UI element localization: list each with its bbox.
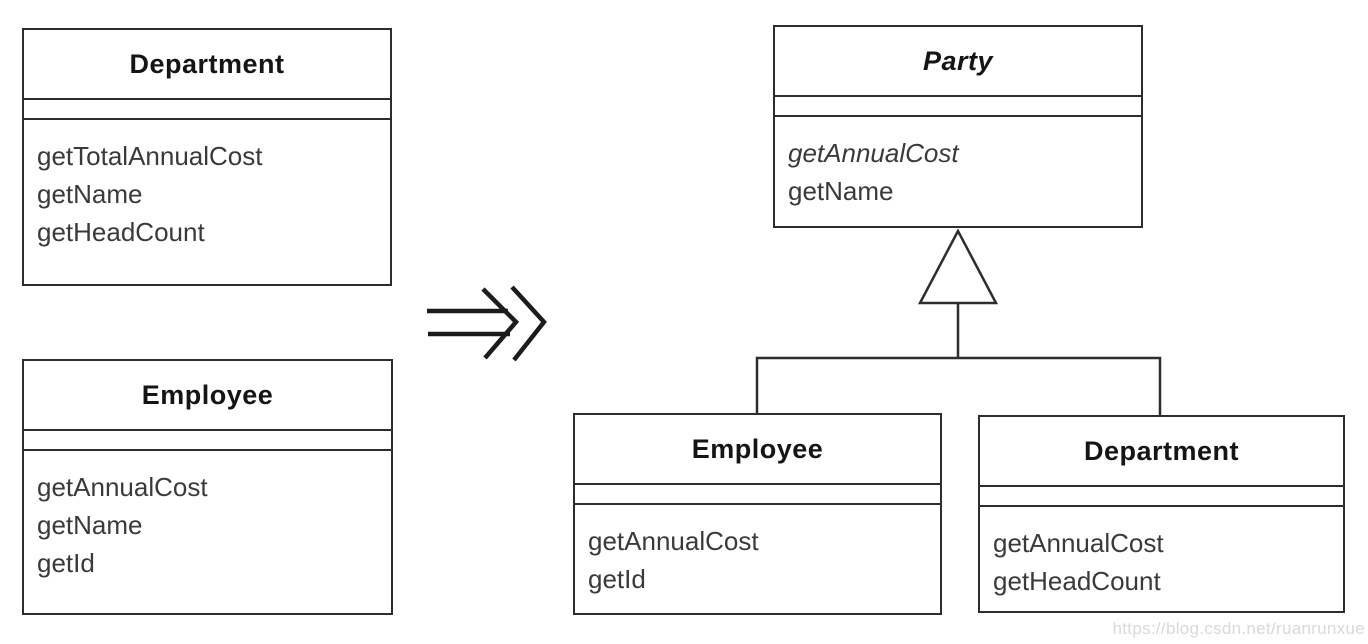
class-title: Department: [980, 417, 1343, 487]
class-attributes-compartment: [24, 431, 391, 451]
method-item: getName: [37, 510, 143, 540]
class-methods-compartment: getAnnualCost getName: [775, 117, 1141, 226]
class-methods-compartment: getAnnualCost getName getId: [24, 451, 391, 613]
class-box-after-department: Department getAnnualCost getHeadCount: [978, 415, 1345, 613]
method-item: getId: [588, 564, 646, 594]
class-attributes-compartment: [24, 100, 390, 120]
class-attributes-compartment: [980, 487, 1343, 507]
watermark: https://blog.csdn.net/ruanrunxue: [1112, 619, 1365, 638]
hollow-triangle-icon: [917, 228, 999, 305]
class-box-after-party: Party getAnnualCost getName: [773, 25, 1143, 228]
inheritance-branch-line: [755, 356, 1162, 416]
class-title: Department: [24, 30, 390, 100]
class-title: Employee: [575, 415, 940, 485]
class-box-before-department: Department getTotalAnnualCost getName ge…: [22, 28, 392, 286]
class-methods-compartment: getTotalAnnualCost getName getHeadCount: [24, 120, 390, 284]
method-item: getHeadCount: [993, 566, 1161, 596]
method-item: getAnnualCost: [788, 138, 959, 168]
class-title: Party: [775, 27, 1141, 97]
method-item: getHeadCount: [37, 217, 205, 247]
class-title: Employee: [24, 361, 391, 431]
method-item: getId: [37, 548, 95, 578]
class-box-after-employee: Employee getAnnualCost getId: [573, 413, 942, 615]
method-item: getName: [788, 176, 894, 206]
method-item: getName: [37, 179, 143, 209]
class-attributes-compartment: [775, 97, 1141, 117]
method-item: getAnnualCost: [37, 472, 208, 502]
class-methods-compartment: getAnnualCost getId: [575, 505, 940, 613]
class-box-before-employee: Employee getAnnualCost getName getId: [22, 359, 393, 615]
method-item: getAnnualCost: [588, 526, 759, 556]
class-attributes-compartment: [575, 485, 940, 505]
method-item: getTotalAnnualCost: [37, 141, 263, 171]
method-item: getAnnualCost: [993, 528, 1164, 558]
double-right-arrow-icon: [427, 285, 547, 362]
class-methods-compartment: getAnnualCost getHeadCount: [980, 507, 1343, 611]
